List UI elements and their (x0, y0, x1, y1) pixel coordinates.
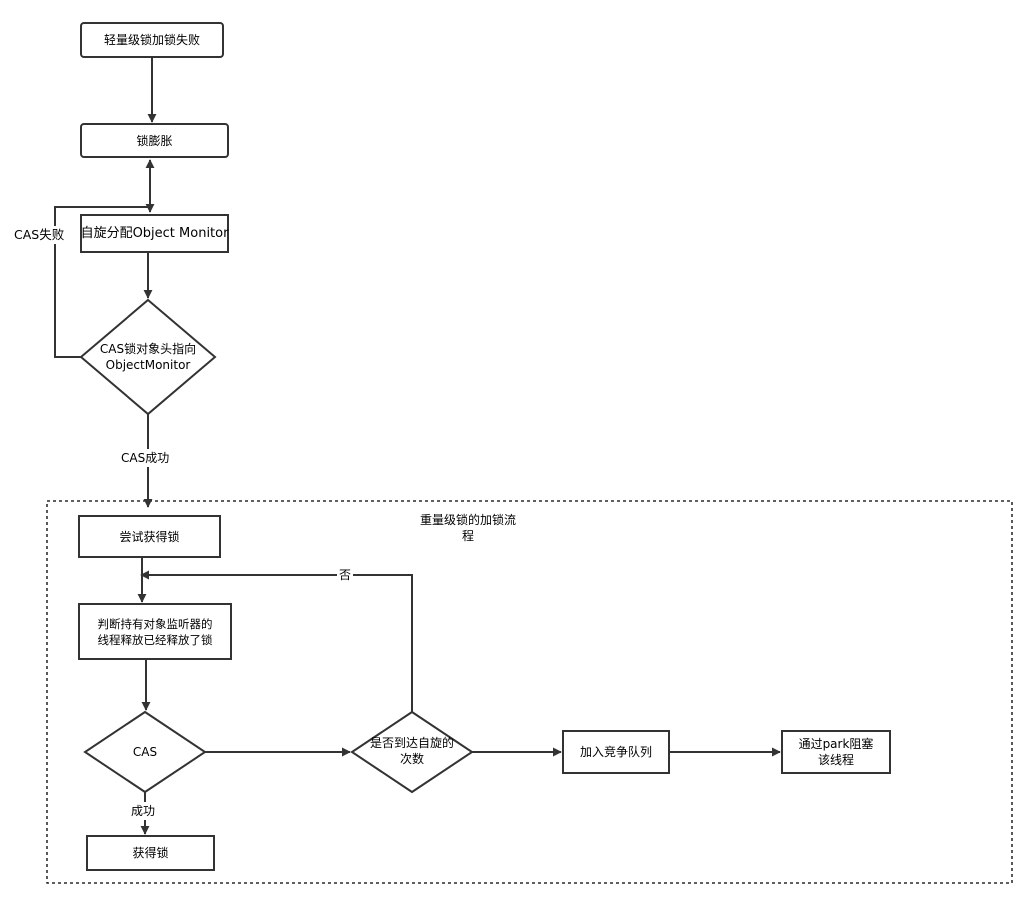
node-check-monitor-released[interactable] (78, 603, 232, 660)
group-title: 重量级锁的加锁流 程 (410, 511, 526, 545)
node-spin-count-line2: 次数 (399, 752, 424, 766)
node-try-acquire-lock-label: 尝试获得锁 (119, 529, 180, 544)
node-check-monitor-line2: 线程释放已经释放了锁 (97, 632, 213, 647)
node-lock-inflation[interactable] (80, 123, 229, 158)
node-try-acquire-lock[interactable] (78, 515, 221, 558)
heavyweight-lock-group (46, 500, 1013, 884)
node-join-contention-queue-label: 加入竞争队列 (579, 745, 652, 759)
node-join-contention-queue[interactable] (562, 730, 670, 774)
node-park-block-thread-label: 通过park阻塞 该线程 (782, 731, 890, 773)
node-park-block-line2: 该线程 (817, 753, 854, 767)
node-spin-count-line1: 是否到达自旋的 (369, 736, 454, 750)
edge-label-cas-success: CAS成功 (119, 449, 172, 467)
edge-label-success: 成功 (129, 802, 158, 820)
node-lock-acquired-label: 获得锁 (132, 846, 169, 860)
node-cas-header-to-monitor-label: CAS锁对象头指向 ObjectMonitor (81, 337, 215, 377)
node-cas-header-line1: CAS锁对象头指向 (99, 342, 197, 356)
node-lock-acquired[interactable] (86, 835, 215, 871)
node-cas-decision-label: CAS (132, 745, 158, 759)
edge-cas-fail-loop (54, 206, 150, 358)
node-park-block-thread[interactable] (781, 730, 891, 774)
node-park-block-line1: 通过park阻塞 (798, 737, 874, 751)
group-title-line2: 程 (461, 529, 474, 543)
node-spin-allocate-monitor[interactable] (80, 214, 229, 253)
node-check-monitor-released-label: 判断持有对象监听器的 线程释放已经释放了锁 (79, 604, 231, 659)
edge-label-no: 否 (337, 567, 354, 583)
node-spin-allocate-monitor-label: 自旋分配Object Monitor (80, 225, 229, 241)
node-check-monitor-line1: 判断持有对象监听器的 (97, 616, 213, 631)
group-title-line1: 重量级锁的加锁流 (419, 513, 516, 527)
node-lock-inflation-label: 锁膨胀 (136, 133, 173, 148)
node-cas-header-line2: ObjectMonitor (105, 358, 191, 372)
node-spin-count-decision-label: 是否到达自旋的 次数 (352, 733, 472, 769)
edge-spincount-no-loop (140, 570, 413, 712)
node-spin-count-decision[interactable] (350, 710, 474, 794)
node-lightweight-lock-failed-label: 轻量级锁加锁失败 (103, 33, 200, 47)
edge-label-cas-fail: CAS失败 (12, 226, 67, 244)
